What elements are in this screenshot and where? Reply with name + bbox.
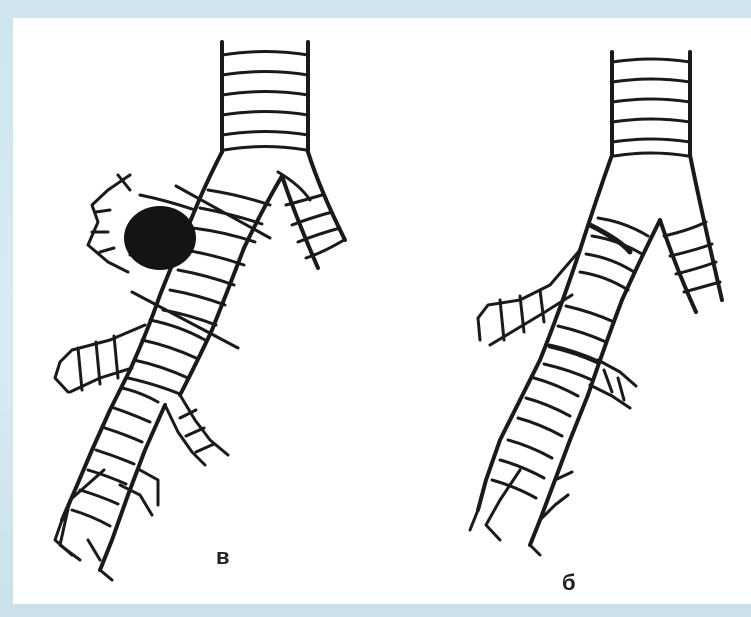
right-twig-left xyxy=(165,395,228,465)
lateral-branch-left xyxy=(55,325,145,392)
label-right: б xyxy=(562,570,576,595)
right-main-bronchus-left xyxy=(278,152,345,268)
lower-branches-left xyxy=(55,370,165,580)
label-left: в xyxy=(216,544,230,569)
tumor-mass xyxy=(124,206,196,270)
bronchial-tree-right xyxy=(470,52,722,555)
right-main-bronchus-right xyxy=(660,155,722,312)
trachea-left xyxy=(222,42,308,152)
trachea-right xyxy=(612,52,690,156)
bronchial-tree-left xyxy=(55,42,345,580)
lower-branches-right xyxy=(470,360,588,555)
left-main-bronchus-right xyxy=(580,155,660,300)
